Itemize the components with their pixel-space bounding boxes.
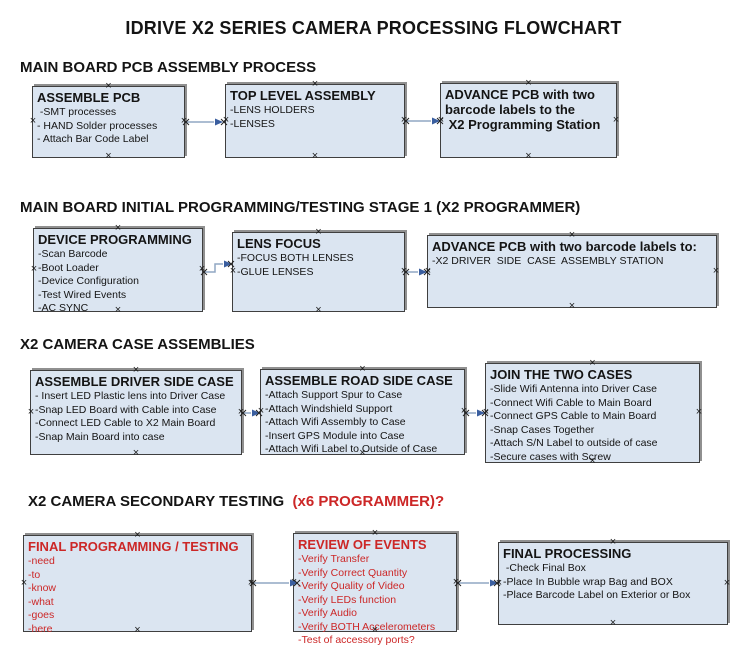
box-item: -Test of accessory ports? [298,634,415,646]
box-item: -Test Wired Events [38,288,127,301]
box-title: FINAL PROCESSING [503,546,632,561]
box-item: -Verify Quality of Video [298,580,405,592]
box-item: -FOCUS BOTH LENSES [237,252,354,264]
box-items: -Check Final Box-Place In Bubble wrap Ba… [503,562,723,603]
box-item: -Connect GPS Cable to Main Board [490,410,657,422]
box-title: DEVICE PROGRAMMING [38,232,192,247]
box-item: -Attach Windshield Support [265,402,393,415]
box-review-of-events[interactable]: REVIEW OF EVENTS -Verify Transfer-Verify… [291,527,459,646]
box-items: -X2 DRIVER SIDE CASE ASSEMBLY STATION [432,255,712,269]
box-title: ASSEMBLE DRIVER SIDE CASE [35,374,234,389]
box-items: -Scan Barcode-Boot Loader-Device Configu… [38,248,198,316]
box-item: -Verify Correct Quantity [298,566,408,579]
section-header-text: X2 CAMERA CASE ASSEMBLIES [20,336,255,353]
box-advance-pcb-to-programming-station[interactable]: ADVANCE PCB with two barcode labels to t… [438,77,619,161]
box-item: -AC SYNC [38,302,89,314]
box-title: ADVANCE PCB with two barcode labels to: [432,239,697,254]
box-item: -Verify Transfer [298,553,370,565]
box-item: -Secure cases with Screw [490,450,611,463]
box-items: - Insert LED Plastic lens into Driver Ca… [35,390,237,444]
page-title: IDRIVE X2 SERIES CAMERA PROCESSING FLOWC… [125,18,622,38]
box-item: -Insert GPS Module into Case [265,429,405,442]
connector-assemble-pcb-to-top-level[interactable] [182,118,228,126]
box-final-processing[interactable]: FINAL PROCESSING -Check Final Box-Place … [496,536,730,628]
section-header-text: MAIN BOARD INITIAL PROGRAMMING/TESTING S… [20,199,581,216]
box-lens-focus[interactable]: LENS FOCUS -FOCUS BOTH LENSES-GLUE LENSE… [230,226,407,315]
box-item: -Verify Audio [298,607,357,619]
section-header-highlight: (x6 PROGRAMMER)? [288,493,445,510]
box-top-level-assembly[interactable]: TOP LEVEL ASSEMBLY -LENS HOLDERS-LENSES … [223,78,407,161]
box-item: -Snap Cases Together [490,423,595,436]
box-item: -Connect LED Cable to X2 Main Board [35,417,216,429]
box-item: -Device Configuration [38,275,139,287]
box-item: - HAND Solder processes [37,119,158,132]
box-item: -Attach Support Spur to Case [265,389,403,401]
box-item: -SMT processes [37,106,117,118]
box-title: REVIEW OF EVENTS [298,537,427,552]
box-item: -Scan Barcode [38,248,108,260]
box-item: -Boot Loader [38,261,99,274]
box-item: -Snap LED Board with Cable into Case [35,403,217,416]
box-item: - Attach Bar Code Label [37,133,149,145]
box-item: -here [28,622,53,635]
box-item: -GLUE LENSES [237,265,314,278]
box-items: -LENS HOLDERS-LENSES [230,104,400,131]
box-item: -Slide Wifi Antenna into Driver Case [490,383,657,395]
connector-top-level-to-advance-pcb[interactable] [402,117,444,125]
connector-road-case-to-join-cases[interactable] [462,409,489,417]
box-item: -Verify BOTH Accelerometers [298,620,436,633]
connector-driver-case-to-road-case[interactable] [239,409,263,417]
box-item: -LENSES [230,117,275,130]
box-title: TOP LEVEL ASSEMBLY [230,88,376,103]
box-item: -Connect Wifi Cable to Main Board [490,396,652,409]
box-item: -need [28,555,55,567]
connector-review-to-final-processing[interactable] [454,579,501,587]
box-items: -SMT processes- HAND Solder processes- A… [37,106,180,147]
section-header-initial-programming: MAIN BOARD INITIAL PROGRAMMING/TESTING S… [20,199,580,216]
box-item: - Insert LED Plastic lens into Driver Ca… [35,390,226,402]
box-assemble-pcb[interactable]: ASSEMBLE PCB -SMT processes- HAND Solder… [30,80,187,161]
box-assemble-driver-side-case[interactable]: ASSEMBLE DRIVER SIDE CASE - Insert LED P… [28,364,244,458]
box-item: -Attach S/N Label to outside of case [490,437,658,449]
box-item: -goes [28,609,55,621]
box-item: -X2 DRIVER SIDE CASE ASSEMBLY STATION [432,255,664,267]
section-header-secondary-testing: X2 CAMERA SECONDARY TESTING (x6 PROGRAMM… [28,493,444,510]
box-item: -Attach Wifi Assembly to Case [265,416,406,428]
box-final-programming-testing[interactable]: FINAL PROGRAMMING / TESTING -need-to-kno… [21,529,254,635]
connector-device-programming-to-lens-focus[interactable] [200,260,235,276]
box-title: ASSEMBLE PCB [37,90,141,105]
section-header-case-assemblies: X2 CAMERA CASE ASSEMBLIES [20,336,255,353]
box-items: -Verify Transfer-Verify Correct Quantity… [298,553,452,648]
box-assemble-road-side-case[interactable]: ASSEMBLE ROAD SIDE CASE -Attach Support … [258,363,467,458]
box-items: -Attach Support Spur to Case-Attach Wind… [265,389,460,457]
connector-lens-focus-to-advance-pcb[interactable] [402,268,431,276]
section-header-text: MAIN BOARD PCB ASSEMBLY PROCESS [20,59,317,76]
box-title: JOIN THE TWO CASES [490,367,633,382]
box-item: -know [28,582,57,594]
section-header-pcb-assembly: MAIN BOARD PCB ASSEMBLY PROCESS [20,59,316,76]
box-item: -LENS HOLDERS [230,104,315,116]
box-item: -Check Final Box [503,562,586,574]
box-items: -need-to-know-what-goes-here [28,555,247,636]
box-items: -Slide Wifi Antenna into Driver Case-Con… [490,383,695,464]
box-item: -Attach Wifi Label to Outside of Case [265,443,438,455]
box-item: -to [28,568,41,581]
section-header-text: X2 CAMERA SECONDARY TESTING [28,493,289,510]
box-title: FINAL PROGRAMMING / TESTING [28,539,239,554]
box-title: ADVANCE PCB with two barcode labels to t… [445,87,601,132]
box-advance-pcb-to-case-assembly-station[interactable]: ADVANCE PCB with two barcode labels to: … [425,229,719,311]
connector-final-programming-to-review[interactable] [249,579,301,587]
box-title: ASSEMBLE ROAD SIDE CASE [265,373,453,388]
box-item: -Place In Bubble wrap Bag and BOX [503,575,673,588]
box-title: LENS FOCUS [237,236,321,251]
box-item: -Snap Main Board into case [35,430,165,443]
box-device-programming[interactable]: DEVICE PROGRAMMING -Scan Barcode-Boot Lo… [31,222,205,315]
box-item: -Place Barcode Label on Exterior or Box [503,589,691,601]
box-items: -FOCUS BOTH LENSES-GLUE LENSES [237,252,400,279]
box-item: -what [28,595,54,608]
box-item: -Verify LEDs function [298,593,397,606]
